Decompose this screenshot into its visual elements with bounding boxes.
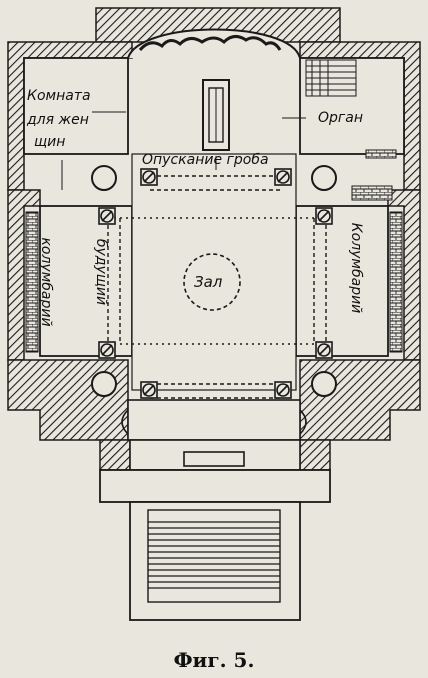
- vestibule: [121, 399, 307, 471]
- columbarium-right-label: Колумбарий: [348, 222, 364, 314]
- organ-label: Орган: [318, 110, 363, 126]
- women-room-label-2: для жен: [27, 112, 89, 128]
- women-room-label-1: Комната: [27, 88, 91, 104]
- porch: [99, 469, 331, 503]
- stair-top-right: [305, 59, 357, 97]
- women-room-label-3: щин: [34, 134, 66, 150]
- apse: [127, 28, 301, 59]
- columbarium-left-label: колумбарий: [38, 237, 54, 327]
- organ-console: [365, 149, 397, 159]
- niches-left: [25, 211, 39, 353]
- dashed-lines: [107, 175, 327, 399]
- round-columns: [91, 165, 337, 397]
- niches-right-top: [351, 185, 393, 201]
- figure-caption: Фиг. 5.: [173, 648, 255, 672]
- hall-circle: [183, 253, 241, 311]
- main-hall: [131, 153, 297, 391]
- catafalque: [202, 79, 230, 151]
- niches-right: [389, 211, 403, 353]
- inner-rooms: [23, 57, 405, 357]
- apse-ornament: [138, 35, 282, 52]
- hall-label: Зал: [194, 273, 223, 291]
- lowering-label: Опускание гроба: [142, 152, 269, 168]
- front-stairs: [129, 501, 301, 621]
- future-label: будущий: [93, 238, 109, 306]
